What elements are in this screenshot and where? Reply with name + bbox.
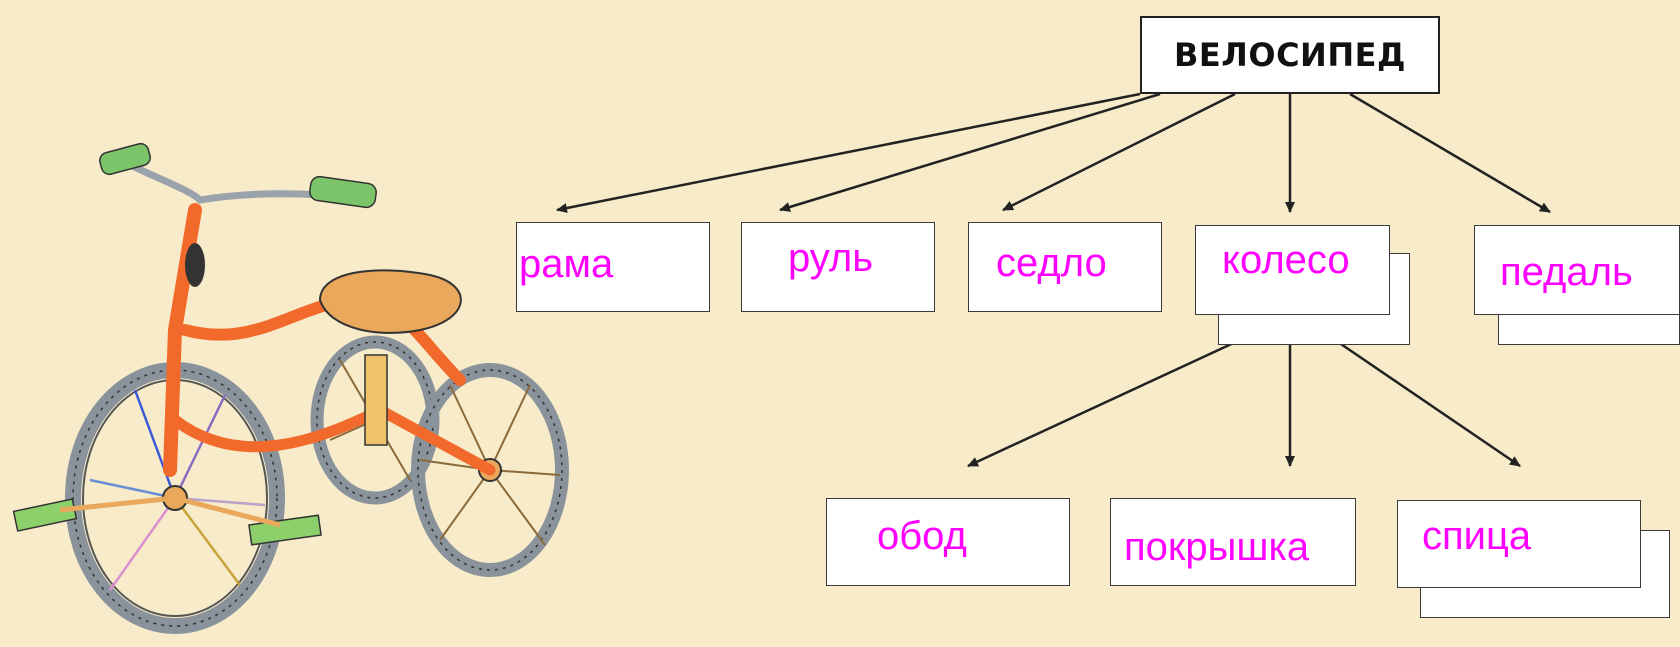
node-koleso [1195, 225, 1390, 315]
node-spica [1397, 500, 1641, 588]
tricycle-illustration [12, 142, 569, 634]
arrow-root-rul [779, 92, 1161, 212]
node-sedlo [968, 222, 1162, 312]
handlebar [99, 142, 377, 209]
arrow-root-rama [556, 92, 1141, 213]
arrow-koleso-obod [967, 338, 1241, 468]
label-spica: спица [1422, 514, 1532, 558]
arrow-root-sedlo [1002, 92, 1236, 212]
node-rul [741, 222, 935, 312]
label-rul: руль [788, 236, 874, 280]
label-sedlo: седло [996, 241, 1107, 285]
label-pedal: педаль [1500, 250, 1633, 294]
node-pokryshka [1110, 498, 1356, 586]
root-label: ВЕЛОСИПЕД [1174, 36, 1406, 74]
label-pokryshka: покрышка [1124, 525, 1310, 569]
label-koleso: колесо [1222, 238, 1350, 282]
pedals [12, 495, 322, 546]
node-rama [516, 222, 710, 312]
node-obod [826, 498, 1070, 586]
connectors [556, 92, 1551, 468]
root-node: ВЕЛОСИПЕД [1140, 16, 1440, 94]
frame [163, 203, 496, 477]
arrow-root-pedal [1349, 92, 1551, 214]
node-pedal [1474, 225, 1680, 315]
arrow-koleso-spica [1334, 338, 1521, 468]
seat [318, 269, 462, 334]
label-obod: обод [877, 514, 967, 558]
label-rama: рама [519, 242, 614, 286]
